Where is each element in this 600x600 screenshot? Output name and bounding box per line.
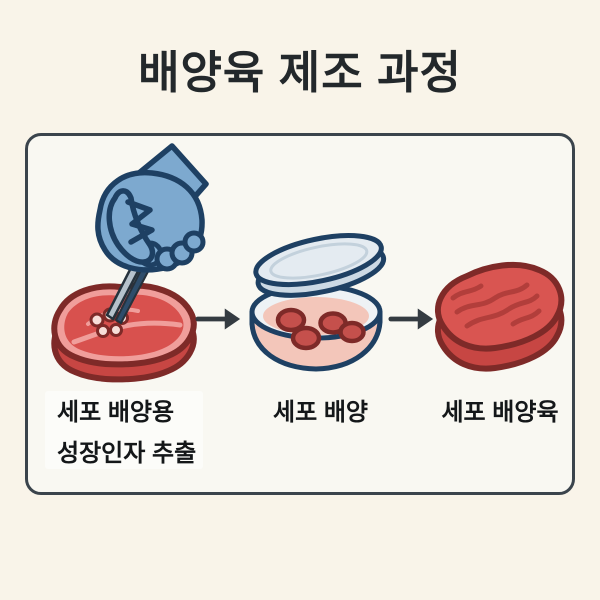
step-label-line: 세포 배양 [273, 399, 368, 426]
petri-dish-lid [253, 233, 387, 298]
step-label-line: 성장인자 추출 [57, 440, 197, 467]
arrow-right-icon [388, 308, 434, 330]
page-title: 배양육 제조 과정 [138, 47, 462, 98]
step-label-line: 세포 배양육 [441, 399, 559, 426]
step-1-label-background [45, 391, 203, 469]
petri-dish-illustration [249, 233, 387, 372]
step-label-culture: 세포 배양 [238, 392, 403, 433]
cultured-meat-illustration [435, 261, 565, 372]
step-label-cultured-meat: 세포 배양육 [422, 392, 578, 433]
hand-with-tweezers-extracting-cells-illustration [51, 143, 209, 383]
step-label-line: 세포 배양용 [57, 399, 175, 426]
step-label-extraction: 세포 배양용 성장인자 추출 [57, 392, 196, 474]
arrow-right-icon [195, 308, 241, 330]
dish-cells [275, 307, 366, 351]
